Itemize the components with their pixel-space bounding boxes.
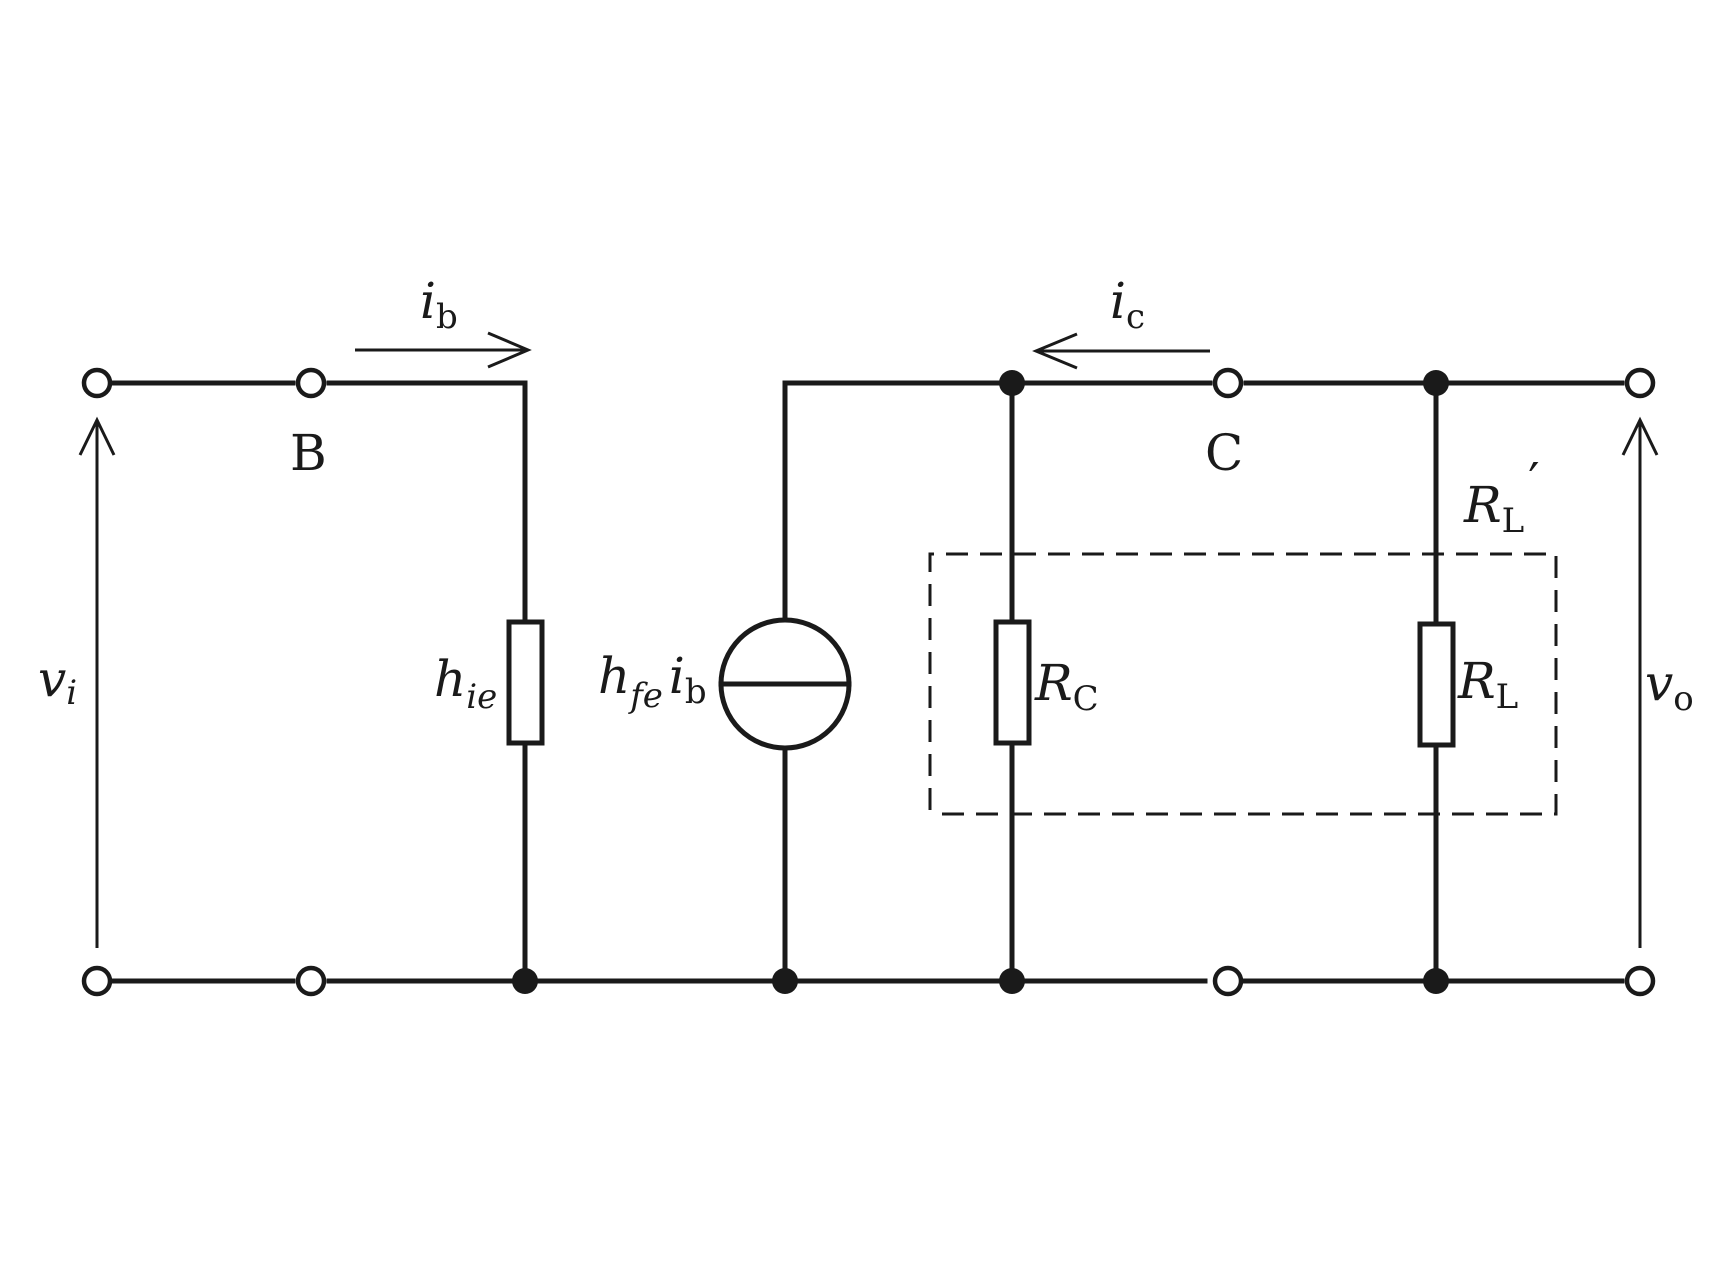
vi-voltage-arrow [78, 416, 116, 948]
output-terminal-top [1624, 367, 1656, 399]
ib-current-arrow [355, 331, 532, 369]
junction-node [1423, 370, 1449, 396]
rc-resistor [993, 619, 1032, 746]
junction-node [999, 968, 1025, 994]
rc-label: RC [1034, 654, 1099, 719]
hie-label: hie [434, 650, 497, 717]
input-top-wire [106, 380, 528, 625]
vo-voltage-arrow [1621, 416, 1659, 948]
rl-label: RL [1457, 652, 1518, 717]
ic-current-arrow [1032, 332, 1210, 370]
base-terminal [295, 367, 327, 399]
junction-node [772, 968, 798, 994]
input-terminal-top [81, 367, 113, 399]
junction-node [999, 370, 1025, 396]
junction-node [1423, 968, 1449, 994]
input-terminal-bottom [81, 965, 113, 997]
ib-label: ib [420, 272, 458, 337]
rl-resistor [1417, 621, 1456, 748]
rl-prime-dashed-box [928, 552, 1558, 816]
rl-branch [1417, 380, 1456, 984]
dependent-current-source [718, 380, 1014, 984]
collector-label: C [1205, 424, 1243, 482]
vo-label: vo [1645, 654, 1694, 719]
hie-resistor [506, 619, 545, 746]
base-label: B [290, 424, 327, 482]
collector-terminal [1212, 367, 1244, 399]
junction-node [512, 968, 538, 994]
collector-ground-terminal [1212, 965, 1244, 997]
rc-branch [993, 380, 1032, 984]
vi-label: vi [38, 650, 77, 713]
base-ground-terminal [295, 965, 327, 997]
output-terminal-bottom [1624, 965, 1656, 997]
ic-label: ic [1110, 272, 1145, 337]
rl-prime-label: RL′ [1463, 452, 1540, 541]
